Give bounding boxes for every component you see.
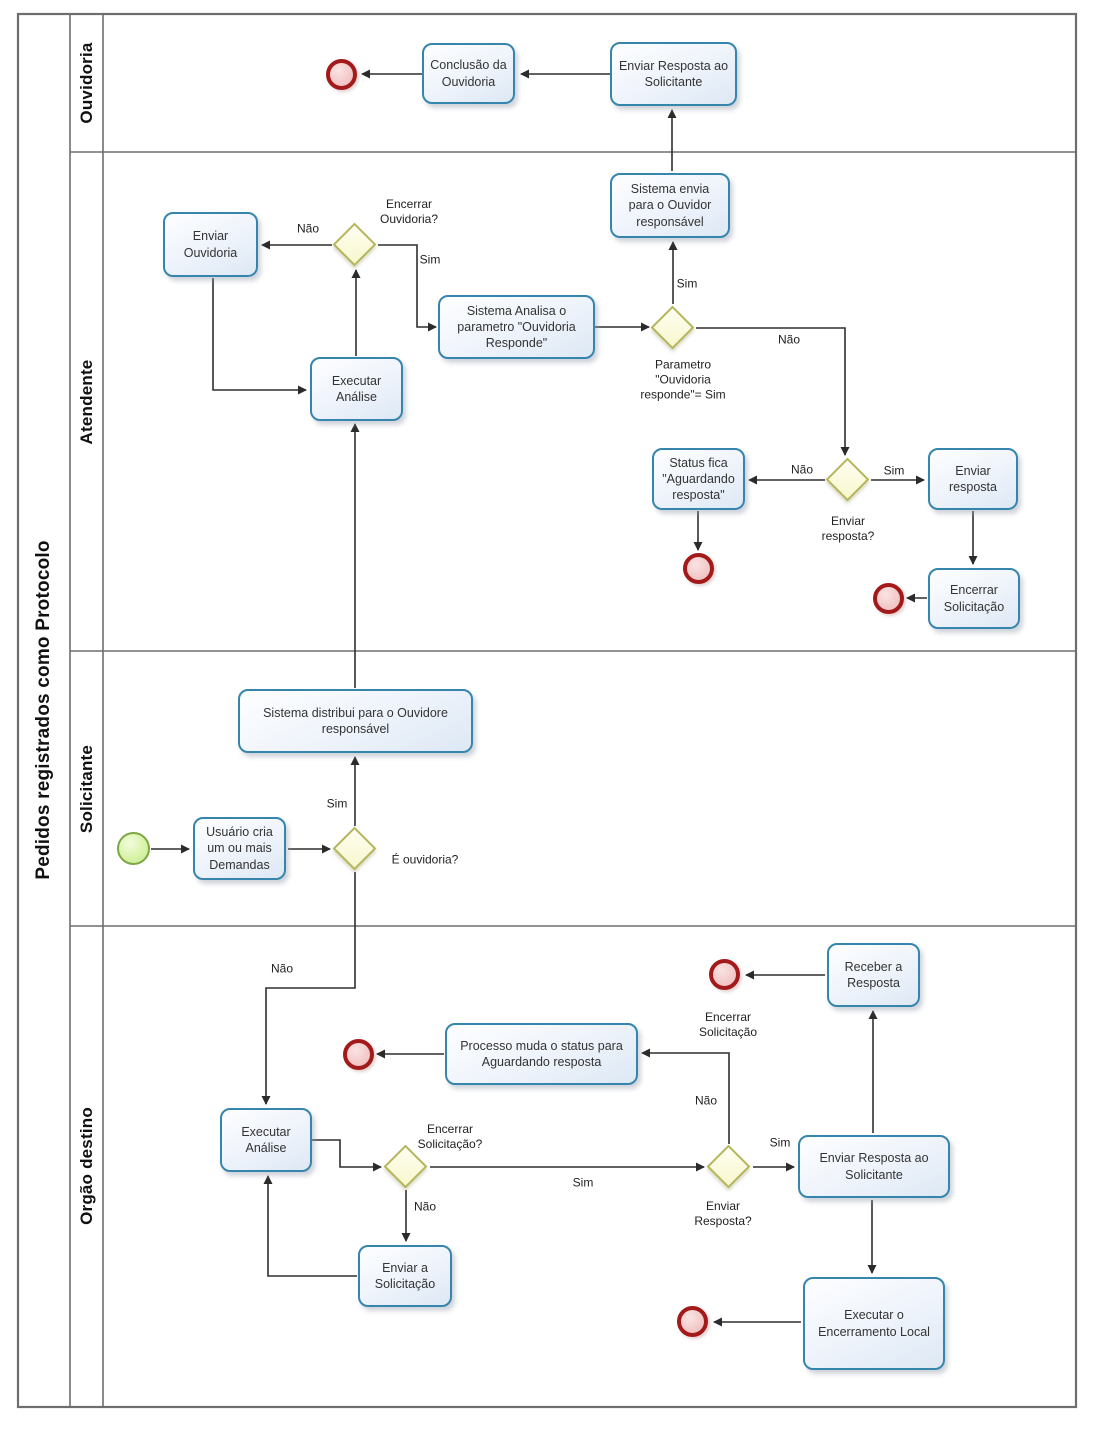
end-event-encerrar-atendente [873, 583, 904, 614]
edge-label-nao-encerrar-solicitacao: Não [413, 1199, 437, 1214]
lane-label-orgao-destino: Orgão destino [77, 1107, 96, 1225]
task-status-fica-aguardando: Status fica "Aguardando resposta" [652, 448, 745, 510]
end-event-aguardando [683, 553, 714, 584]
label-enviar-resposta-q-orgao: Enviar Resposta? [694, 1199, 752, 1228]
edge-label-sim-e-ouvidoria: Sim [326, 796, 348, 811]
edge-label-nao-enviar-resposta-orgao: Não [694, 1093, 718, 1108]
task-executar-analise-atendente: Executar Análise [310, 357, 403, 421]
task-processo-muda-status: Processo muda o status para Aguardando r… [445, 1023, 638, 1085]
flow-encerrar-ouvidoria-sim [378, 244, 437, 332]
label-encerrar-ouvidoria-q: Encerrar Ouvidoria? [379, 197, 439, 226]
flow-executar-to-encerrar-q [312, 1139, 382, 1172]
task-enviar-resposta-solicitante-orgao: Enviar Resposta ao Solicitante [798, 1135, 950, 1198]
task-sistema-analisa-parametro: Sistema Analisa o parametro "Ouvidoria R… [438, 295, 595, 359]
label-enviar-resposta-q-atendente: Enviar resposta? [821, 514, 875, 543]
label-encerrar-solicitacao-end: Encerrar Solicitação [698, 1010, 758, 1039]
edge-label-nao-enviar-resposta: Não [790, 462, 814, 477]
end-event-ouvidoria [326, 59, 357, 90]
task-usuario-cria-demandas: Usuário cria um ou mais Demandas [193, 817, 286, 880]
lane-label-atendente: Atendente [77, 359, 96, 445]
task-enviar-ouvidoria: Enviar Ouvidoria [163, 212, 258, 277]
edge-label-sim-encerrar-ouvidoria: Sim [419, 252, 441, 267]
task-receber-a-resposta: Receber a Resposta [827, 943, 920, 1007]
edge-label-nao-encerrar-ouvidoria: Não [296, 221, 320, 236]
edge-label-nao-parametro: Não [777, 332, 801, 347]
task-executar-encerramento-local: Executar o Encerramento Local [803, 1277, 945, 1370]
task-enviar-resposta: Enviar resposta [928, 448, 1018, 510]
edge-label-sim-enviar-resposta: Sim [883, 463, 905, 478]
lane-label-ouvidoria: Ouvidoria [77, 42, 96, 124]
pool-frame [16, 12, 1078, 1409]
flow-enviar-solicitacao-return [263, 1175, 357, 1277]
lane-label-solicitante: Solicitante [77, 744, 96, 834]
task-enviar-resposta-solicitante-ouvidoria: Enviar Resposta ao Solicitante [610, 42, 737, 106]
label-parametro-responde: Parametro "Ouvidoria responde"= Sim [640, 357, 726, 402]
task-encerrar-solicitacao-atendente: Encerrar Solicitação [928, 568, 1020, 629]
flow-enviar-ouvidoria-to-executar [212, 278, 307, 395]
end-event-processo-muda [343, 1039, 374, 1070]
flow-e-ouvidoria-nao [261, 872, 356, 1105]
edge-label-sim-enviar-resposta-orgao: Sim [769, 1135, 791, 1150]
edge-label-sim-encerrar-solicitacao: Sim [572, 1175, 594, 1190]
start-event [117, 832, 150, 865]
flow-enviar-resposta-org-nao [641, 1048, 730, 1144]
task-enviar-a-solicitacao: Enviar a Solicitação [358, 1245, 452, 1307]
task-sistema-envia-ouvidor: Sistema envia para o Ouvidor responsável [610, 173, 730, 238]
task-executar-analise-orgao: Executar Análise [220, 1108, 312, 1172]
task-conclusao-da-ouvidoria: Conclusão da Ouvidoria [422, 43, 515, 104]
label-encerrar-solicitacao-q: Encerrar Solicitação? [417, 1122, 483, 1151]
flow-parametro-nao [696, 327, 850, 456]
edge-label-nao-e-ouvidoria: Não [270, 961, 294, 976]
label-e-ouvidoria-q: É ouvidoria? [391, 852, 459, 867]
edge-label-sim-parametro: Sim [676, 276, 698, 291]
end-event-encerrar-orgao [709, 959, 740, 990]
end-event-encerramento-local [677, 1306, 708, 1337]
pool-title: Pedidos registrados como Protocolo [33, 540, 54, 880]
task-sistema-distribui-ouvidore: Sistema distribui para o Ouvidore respon… [238, 689, 473, 753]
